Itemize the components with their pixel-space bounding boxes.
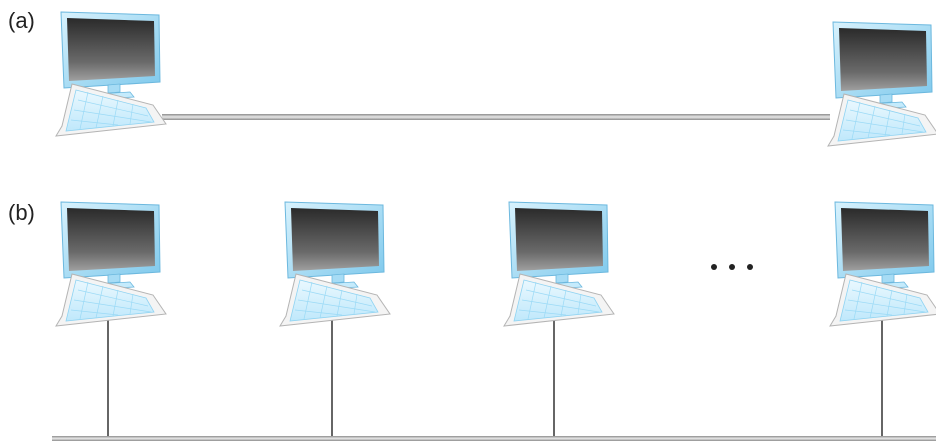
ellipsis-dot-icon (711, 264, 717, 270)
ellipsis-dot-icon (729, 264, 735, 270)
computer-a-right-icon (828, 22, 936, 146)
computer-b2-icon (280, 202, 390, 326)
computer-b1-icon (56, 202, 166, 326)
computer-b4-icon (830, 202, 936, 326)
shared-bus-cable (52, 436, 936, 441)
computer-b3-icon (504, 202, 614, 326)
panel-b (52, 202, 936, 441)
computer-a-left-icon (56, 12, 166, 136)
panel-a (56, 12, 936, 146)
ellipsis-dot-icon (747, 264, 753, 270)
point-to-point-cable (162, 114, 830, 120)
